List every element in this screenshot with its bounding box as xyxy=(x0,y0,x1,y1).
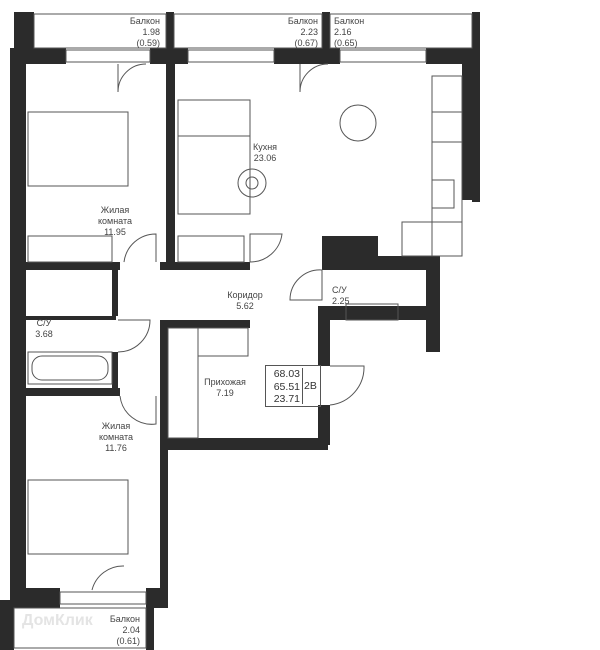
living-room-1-label: Жилая комната 11.95 xyxy=(85,205,145,238)
apartment-type: 2В xyxy=(304,380,317,392)
room-coef: (0.59) xyxy=(136,38,160,48)
room-name: Балкон xyxy=(129,16,160,26)
balcony-2-label: Балкон 2.23 (0.67) xyxy=(258,16,318,49)
room-name: С/У xyxy=(36,318,52,328)
room-area: 2.04 xyxy=(122,625,140,635)
room-coef: (0.65) xyxy=(334,38,358,48)
room-name: С/У xyxy=(332,285,347,295)
room-name: Балкон xyxy=(287,16,318,26)
room-area: 23.06 xyxy=(253,153,277,163)
room-area: 2.16 xyxy=(334,27,352,37)
corridor-label: Коридор 5.62 xyxy=(215,290,275,312)
balcony-1-label: Балкон 1.98 (0.59) xyxy=(100,16,160,49)
room-name: Жилая xyxy=(100,205,130,215)
room-name: комната xyxy=(97,216,133,226)
room-name: Коридор xyxy=(227,290,263,300)
hallway-label: Прихожая 7.19 xyxy=(200,377,250,399)
kitchen-label: Кухня 23.06 xyxy=(235,142,295,164)
room-name: Кухня xyxy=(252,142,278,152)
room-area: 2.23 xyxy=(300,27,318,37)
room-area: 7.19 xyxy=(216,388,234,398)
room-area: 5.62 xyxy=(236,301,254,311)
bathroom-1-label: С/У 3.68 xyxy=(24,318,64,340)
room-area: 2.25 xyxy=(332,296,350,306)
room-name: комната xyxy=(98,432,134,442)
outlines xyxy=(13,13,473,649)
living-total-area: 65.51 xyxy=(273,380,300,393)
room-area: 1.98 xyxy=(142,27,160,37)
room-name: Балкон xyxy=(109,614,140,624)
bathroom-2-label: С/У 2.25 xyxy=(332,285,372,307)
balcony-3-label: Балкон 2.16 (0.65) xyxy=(334,16,394,49)
area-summary-box: 68.03 65.51 23.71 2В xyxy=(265,365,321,407)
room-name: Жилая xyxy=(101,421,131,431)
walls xyxy=(0,12,480,650)
room-name: Балкон xyxy=(334,16,365,26)
room-coef: (0.67) xyxy=(294,38,318,48)
living-room-2-label: Жилая комната 11.76 xyxy=(86,421,146,454)
total-area: 68.03 xyxy=(273,368,300,380)
balcony-4-label: Балкон 2.04 (0.61) xyxy=(80,614,140,647)
room-area: 3.68 xyxy=(35,329,53,339)
room-area: 11.95 xyxy=(104,227,126,237)
watermark: ДомКлик xyxy=(22,612,93,629)
room-coef: (0.61) xyxy=(116,636,140,646)
living-area: 23.71 xyxy=(273,393,300,405)
room-area: 11.76 xyxy=(105,443,127,453)
room-name: Прихожая xyxy=(204,377,246,387)
